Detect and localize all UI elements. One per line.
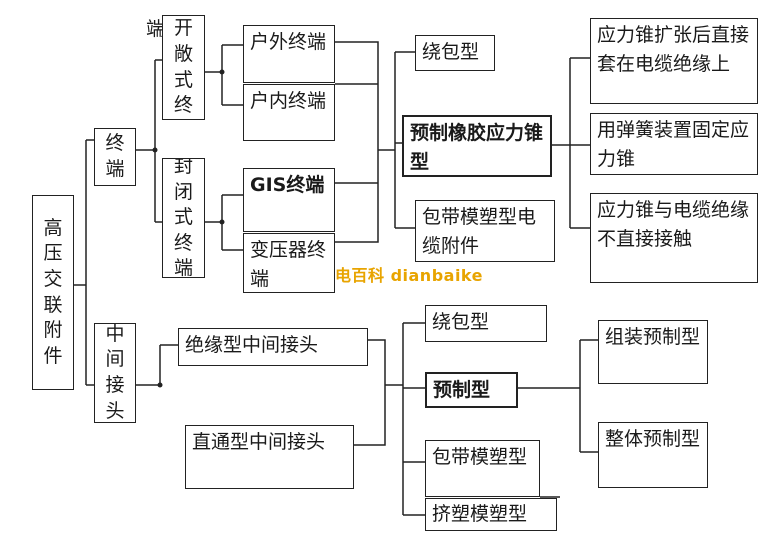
term-premold-node: 预制橡胶应力锥型	[402, 115, 552, 177]
watermark-label: 电百科 dianbaike	[335, 266, 483, 285]
indoor-terminal-node: 户内终端	[243, 84, 335, 141]
joint-extrude-node: 挤塑模塑型	[425, 498, 557, 531]
cone-spring-label: 用弹簧装置固定应力锥	[597, 119, 750, 170]
termination-label: 终端	[105, 132, 125, 180]
gis-label: GIS终端	[250, 174, 325, 196]
open-terminal-label: 开敞式终	[173, 17, 193, 117]
premold-integral-label: 整体预制型	[605, 428, 701, 450]
joint-straight-label: 直通型中间接头	[192, 431, 326, 453]
gis-terminal-node: GIS终端	[243, 168, 335, 232]
indoor-label: 户内终端	[250, 90, 327, 112]
transformer-label: 变压器终端	[250, 239, 327, 290]
joint-tape-mold-node: 包带模塑型	[425, 440, 540, 497]
root-label: 高压交联附件	[43, 216, 63, 367]
joint-wrap-label: 绕包型	[432, 311, 490, 333]
transformer-terminal-node: 变压器终端	[243, 233, 335, 293]
term-tape-mold-label: 包带模塑型电缆附件	[422, 206, 537, 257]
joint-wrap-node: 绕包型	[425, 305, 547, 342]
joint-extrude-label: 挤塑模塑型	[432, 503, 528, 525]
joint-node: 中间接头	[94, 323, 136, 423]
cone-spring-node: 用弹簧装置固定应力锥	[590, 113, 758, 175]
closed-terminal-node: 封闭式终端	[162, 158, 205, 278]
open-terminal-prefix: 端	[146, 16, 166, 43]
premold-integral-node: 整体预制型	[598, 422, 708, 488]
closed-terminal-label: 封闭式终端	[173, 158, 193, 278]
cone-direct-node: 应力锥与电缆绝缘不直接接触	[590, 193, 758, 283]
joint-insulated-label: 绝缘型中间接头	[185, 334, 319, 356]
joint-premold-node: 预制型	[425, 372, 518, 408]
cone-direct-label: 应力锥与电缆绝缘不直接接触	[597, 199, 750, 250]
joint-insulated-node: 绝缘型中间接头	[178, 328, 368, 366]
joint-straight-node: 直通型中间接头	[185, 425, 354, 489]
term-premold-label: 预制橡胶应力锥型	[410, 122, 544, 173]
watermark-text: 电百科 dianbaike	[335, 262, 483, 286]
open-terminal-prefix-text: 端	[146, 18, 166, 40]
term-wrap-node: 绕包型	[415, 35, 495, 71]
open-terminal-node: 开敞式终	[162, 15, 205, 120]
premold-assembled-node: 组装预制型	[598, 320, 708, 384]
term-tape-mold-node: 包带模塑型电缆附件	[415, 200, 555, 262]
joint-premold-label: 预制型	[433, 379, 491, 401]
joint-label: 中间接头	[105, 323, 125, 422]
premold-assembled-label: 组装预制型	[605, 326, 701, 348]
joint-tape-mold-label: 包带模塑型	[432, 446, 528, 468]
outdoor-terminal-node: 户外终端	[243, 25, 335, 83]
cone-expand-label: 应力锥扩张后直接套在电缆绝缘上	[597, 24, 750, 75]
root-node: 高压交联附件	[32, 195, 74, 390]
outdoor-label: 户外终端	[250, 31, 327, 53]
term-wrap-label: 绕包型	[422, 41, 480, 63]
termination-node: 终端	[94, 128, 136, 186]
cone-expand-node: 应力锥扩张后直接套在电缆绝缘上	[590, 18, 758, 104]
